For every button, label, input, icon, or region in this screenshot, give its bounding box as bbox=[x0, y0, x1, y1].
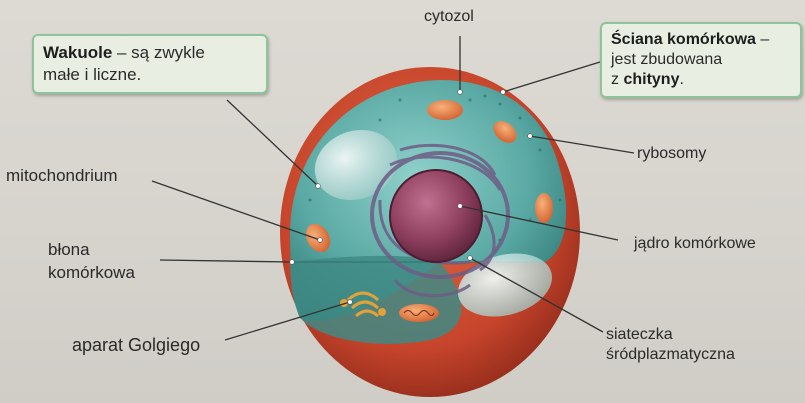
nucleus bbox=[389, 169, 483, 263]
callout-wakuole-line2: małe i liczne. bbox=[43, 65, 142, 84]
callout-wakuole-term: Wakuole bbox=[43, 43, 113, 62]
callout-sciana-term: Ściana komórkowa bbox=[611, 31, 756, 48]
mitochondrium bbox=[305, 223, 331, 253]
label-jadro: jądro komórkowe bbox=[634, 235, 756, 252]
callout-sciana-line3-bold: chityny bbox=[623, 71, 680, 88]
callout-sciana: Ściana komórkowa – jest zbudowana z chit… bbox=[600, 22, 802, 98]
callout-sciana-line3-pre: z bbox=[611, 71, 624, 88]
label-siateczka-line2: śródplazmatyczna bbox=[606, 346, 735, 363]
callout-sciana-text: – bbox=[755, 31, 770, 48]
callout-wakuole-text: – są zwykle bbox=[112, 43, 205, 62]
callout-sciana-line2: jest zbudowana bbox=[611, 51, 723, 68]
label-cytozol: cytozol bbox=[424, 8, 474, 25]
label-rybosomy: rybosomy bbox=[637, 145, 707, 162]
mitochondrium bbox=[535, 193, 553, 223]
leader-lines bbox=[151, 36, 635, 341]
label-blona-line2: komórkowa bbox=[48, 263, 135, 282]
callout-sciana-line3-post: . bbox=[679, 71, 684, 88]
leader-dots bbox=[289, 89, 533, 305]
golgi-apparatus bbox=[340, 291, 386, 318]
mitochondrium bbox=[399, 304, 439, 322]
endoplasmic-reticulum bbox=[370, 143, 510, 298]
mitochondrium bbox=[493, 121, 517, 143]
mitochondrium bbox=[427, 100, 463, 120]
label-siateczka-line1: siateczka bbox=[606, 326, 673, 343]
label-golgi: aparat Golgiego bbox=[72, 335, 201, 355]
callout-wakuole: Wakuole – są zwykle małe i liczne. bbox=[32, 34, 268, 94]
vacuole bbox=[314, 129, 398, 201]
label-mitochondrium: mitochondrium bbox=[6, 166, 118, 185]
ribosome-dots bbox=[308, 94, 562, 242]
label-blona-line1: błona bbox=[48, 240, 90, 259]
